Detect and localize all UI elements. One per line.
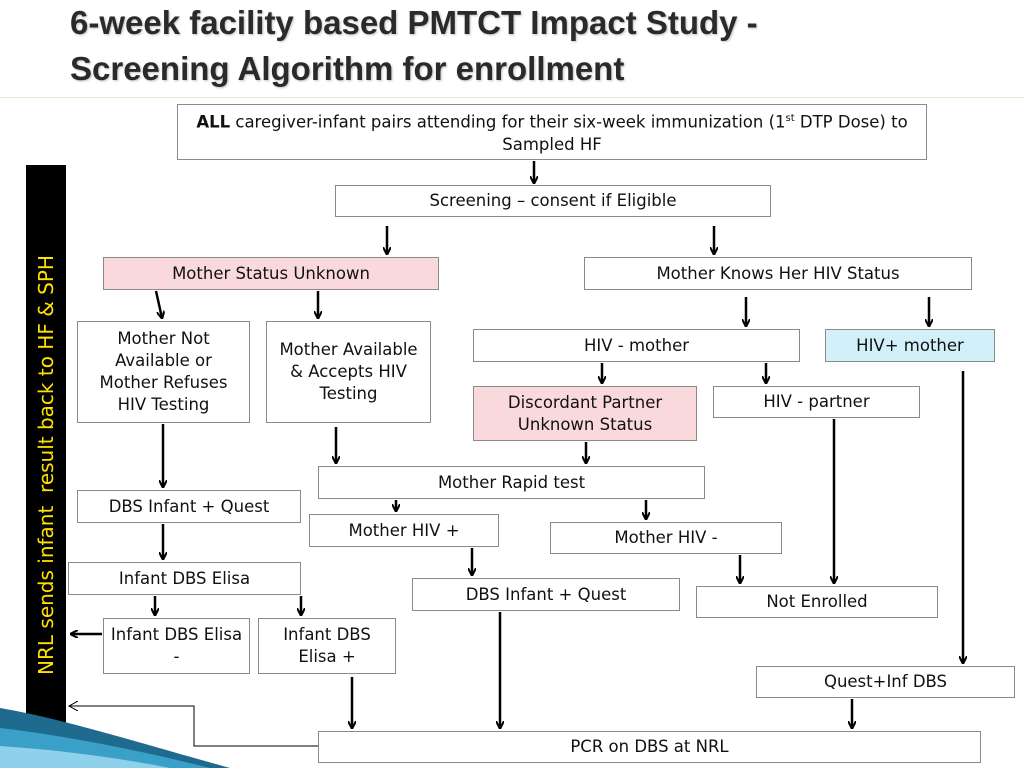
infant-dbs-elisa-box: Infant DBS Elisa xyxy=(68,562,301,595)
pcr-on-dbs-box: PCR on DBS at NRL xyxy=(318,731,981,763)
discordant-partner-box: Discordant Partner Unknown Status xyxy=(473,386,697,441)
mother-knows-status-box: Mother Knows Her HIV Status xyxy=(584,257,972,290)
title-line-2: Screening Algorithm for enrollment xyxy=(70,50,625,87)
infant-elisa-negative-box: Infant DBS Elisa - xyxy=(103,618,250,674)
all-pairs-text: ALL caregiver-infant pairs attending for… xyxy=(196,112,908,154)
hiv-positive-mother-box: HIV+ mother xyxy=(825,329,995,362)
hiv-negative-mother-box: HIV - mother xyxy=(473,329,800,362)
sidebar-banner: NRL sends infant result back to HF & SPH xyxy=(26,165,66,765)
all-pairs-box: ALL caregiver-infant pairs attending for… xyxy=(177,104,927,160)
hiv-negative-partner-box: HIV - partner xyxy=(713,386,920,418)
infant-elisa-positive-box: Infant DBS Elisa + xyxy=(258,618,396,674)
mother-hiv-negative-box: Mother HIV - xyxy=(550,522,782,554)
mother-rapid-test-box: Mother Rapid test xyxy=(318,466,705,499)
mother-accepts-testing-box: Mother Available & Accepts HIV Testing xyxy=(266,321,431,423)
quest-inf-dbs-box: Quest+Inf DBS xyxy=(756,666,1015,698)
slide-title: 6-week facility based PMTCT Impact Study… xyxy=(70,0,1010,92)
dbs-infant-quest-left-box: DBS Infant + Quest xyxy=(77,490,301,523)
not-enrolled-box: Not Enrolled xyxy=(696,586,938,618)
arrow-unknown-to-notavailable xyxy=(154,290,162,318)
mother-not-available-box: Mother Not Available or Mother Refuses H… xyxy=(77,321,250,423)
dbs-infant-quest-mid-box: DBS Infant + Quest xyxy=(412,578,680,611)
title-line-1: 6-week facility based PMTCT Impact Study… xyxy=(70,4,758,41)
decorative-swoosh xyxy=(0,708,230,768)
mother-status-unknown-box: Mother Status Unknown xyxy=(103,257,439,290)
title-divider xyxy=(0,97,1024,98)
screening-box: Screening – consent if Eligible xyxy=(335,185,771,217)
arrow-pcr-return-to-sidebar xyxy=(69,706,318,747)
mother-hiv-positive-box: Mother HIV + xyxy=(309,514,499,547)
